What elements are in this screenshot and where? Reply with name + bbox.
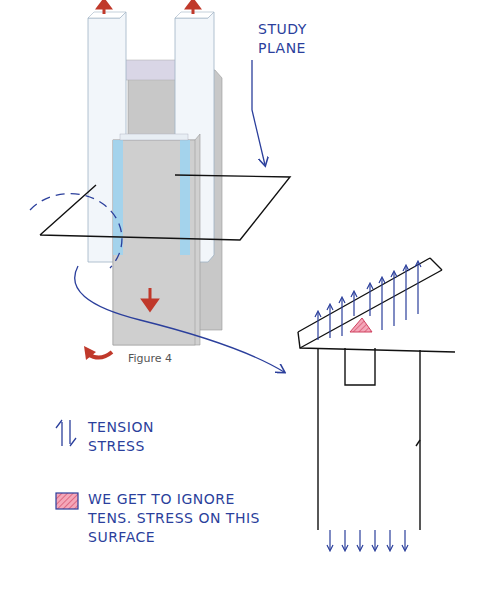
legend-hatch-sample bbox=[56, 493, 78, 509]
figure-caption: Figure 4 bbox=[128, 352, 172, 365]
legend-text: WE GET TO IGNORE TENS. STRESS ON THIS SU… bbox=[88, 490, 263, 547]
plane-label: STUDY PLANE bbox=[258, 20, 338, 58]
legend-text: TENSION STRESS bbox=[88, 418, 178, 456]
